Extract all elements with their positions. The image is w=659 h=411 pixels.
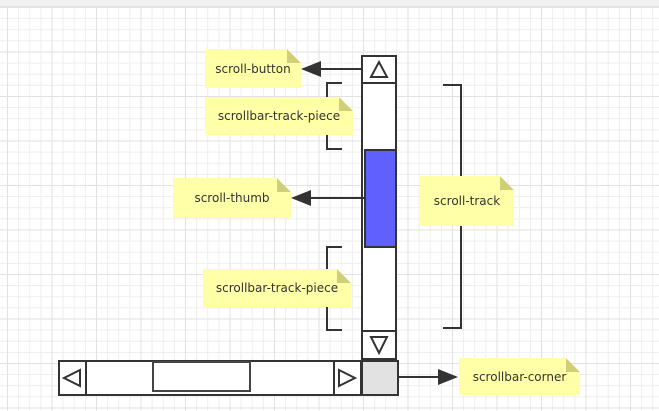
grid-canvas (0, 7, 659, 411)
scroll-up-button[interactable] (361, 55, 397, 84)
horizontal-scroll-thumb[interactable] (152, 361, 251, 392)
note-scroll-thumb: scroll-thumb (173, 178, 291, 218)
note-text: scroll-track (433, 194, 501, 208)
note-track-piece-top: scrollbar-track-piece (205, 97, 353, 135)
note-text: scrollbar-track-piece (215, 281, 339, 295)
note-text: scroll-button (215, 61, 291, 76)
scroll-thumb[interactable] (364, 149, 397, 248)
triangle-right-icon (338, 368, 358, 388)
note-text: scroll-thumb (194, 191, 270, 205)
triangle-left-icon (61, 368, 81, 388)
triangle-down-icon (369, 336, 389, 356)
note-scrollbar-corner: scrollbar-corner (459, 358, 580, 395)
scroll-down-button[interactable] (361, 330, 397, 360)
note-scroll-track: scroll-track (420, 176, 514, 226)
scroll-left-button[interactable] (58, 360, 87, 396)
note-text: scrollbar-track-piece (217, 109, 341, 123)
top-toolbar-strip (0, 0, 659, 7)
note-scroll-button: scroll-button (205, 49, 301, 88)
scrollbar-corner (361, 360, 399, 396)
note-text: scrollbar-corner (472, 369, 567, 384)
note-track-piece-bottom: scrollbar-track-piece (203, 269, 351, 307)
triangle-up-icon (369, 59, 389, 78)
